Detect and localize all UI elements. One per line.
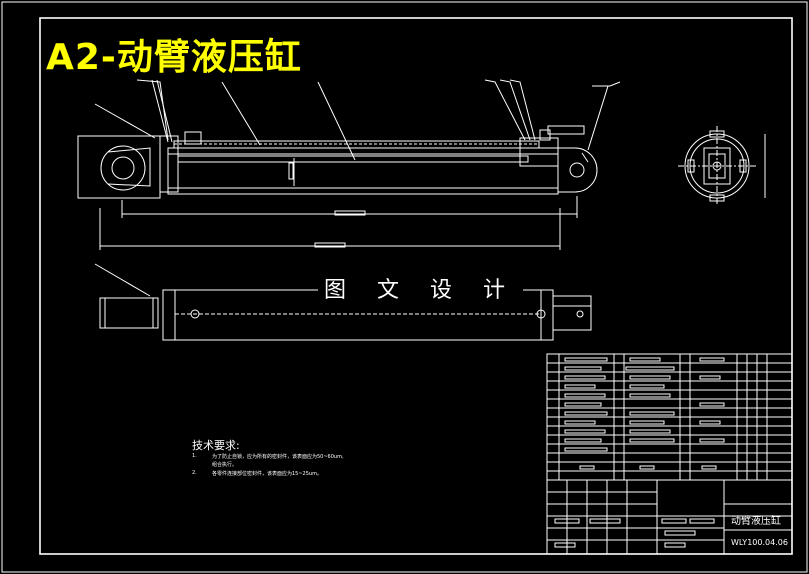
cylinder-front-view: [77, 79, 621, 250]
inner-frame: [39, 17, 793, 555]
tech-note-2-line-1: 各零件连接部位密封件，该表面应为15~25um。: [212, 471, 322, 477]
title-block-part-name: 动臂液压缸: [731, 516, 781, 527]
title-block: [546, 479, 793, 555]
tech-note-1-line-2: 组合执行。: [212, 462, 238, 468]
tech-note-1-number: 1.: [192, 453, 197, 459]
title-block-drawing-code: WLY100.04.06: [731, 538, 788, 547]
drawing-title: A2-动臂液压缸: [46, 37, 302, 78]
tech-note-1-line-1: 为了防止自锁，应为所有的密封件，该表面应为50~60um,: [212, 454, 344, 460]
watermark-text: 图 文 设 计: [318, 272, 523, 304]
tech-requirements-heading: 技术要求:: [192, 439, 240, 452]
tech-note-2-number: 2.: [192, 470, 197, 476]
parts-list: [546, 353, 793, 481]
cylinder-end-view: [678, 126, 766, 206]
